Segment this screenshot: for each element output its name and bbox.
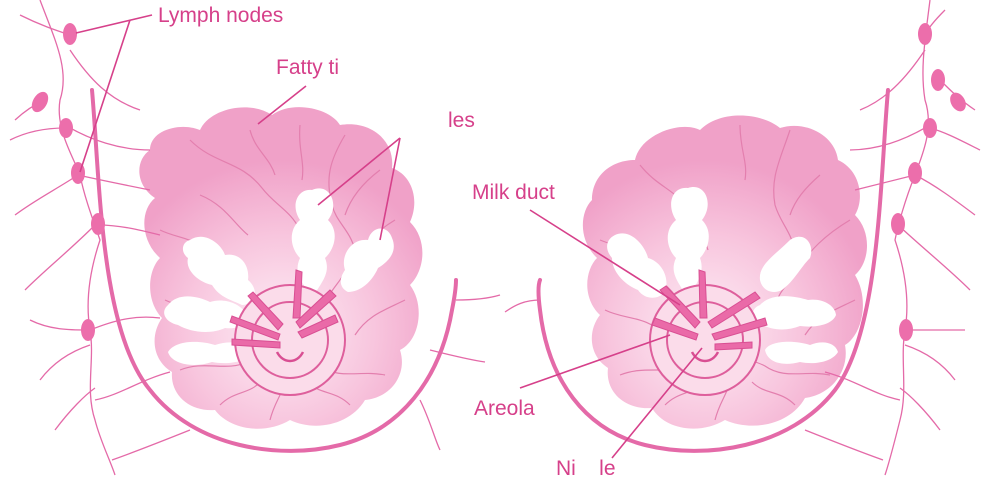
nipple-label: Ni le bbox=[556, 458, 616, 479]
lymph-nodes-leader-1 bbox=[76, 15, 152, 33]
milk-duct-label: Milk duct bbox=[472, 182, 555, 203]
right-breast bbox=[505, 0, 980, 475]
areola-label: Areola bbox=[474, 398, 535, 419]
lobules-label: les bbox=[448, 110, 475, 131]
right-lymph-nodes bbox=[891, 23, 969, 341]
left-breast bbox=[10, 0, 500, 475]
lymph-nodes-label: Lymph nodes bbox=[158, 5, 283, 26]
fatty-tissue-label: Fatty ti bbox=[276, 57, 339, 78]
lymph-nodes-leader-2 bbox=[80, 20, 130, 172]
